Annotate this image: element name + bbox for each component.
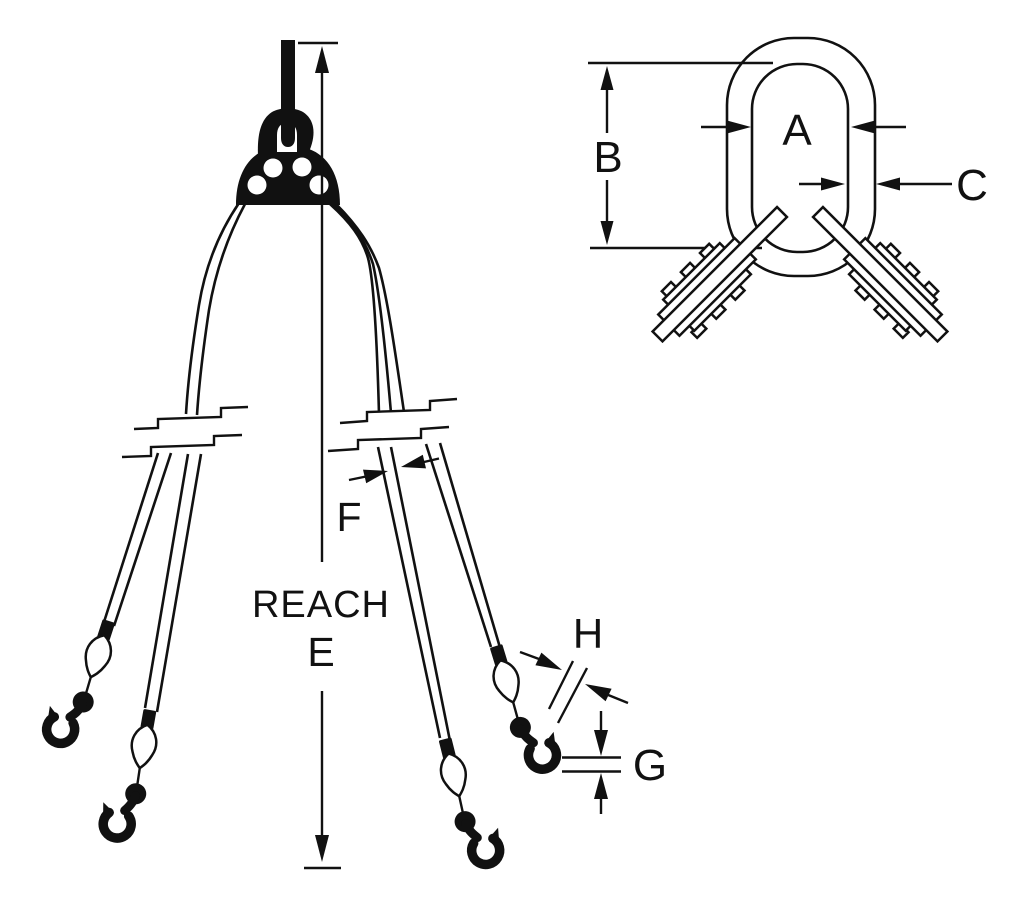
link-inner (750, 62, 850, 254)
b-label: B (593, 133, 622, 182)
h-object-line (547, 660, 575, 710)
b-arrow-down (600, 221, 614, 245)
fitting-hole (247, 175, 267, 195)
b-arrow-up (600, 66, 614, 90)
dim-a: A (701, 106, 906, 155)
fitting-hole (292, 157, 312, 177)
reach-label: REACH (252, 584, 390, 626)
h-object-line (556, 667, 589, 724)
a-arrow-left (727, 120, 751, 134)
f-label: F (336, 494, 361, 540)
dim-c: C (799, 161, 988, 210)
dim-b: B (593, 66, 623, 245)
break-symbol-left (121, 405, 249, 459)
dim-f: F (336, 454, 440, 540)
shank-bar (281, 40, 295, 147)
h-arrow-upper (535, 652, 562, 670)
h-label: H (573, 610, 603, 657)
g-arrow-lower (594, 773, 608, 799)
c-arrow-outer (876, 177, 900, 191)
link-outer (725, 36, 877, 278)
g-label: G (633, 741, 667, 790)
g-arrow-upper (594, 730, 608, 756)
f-arrow-right (401, 454, 426, 469)
dim-g: G (562, 711, 667, 814)
reach-dimension: REACH E (252, 41, 390, 870)
fitting-hole (263, 158, 283, 178)
f-arrow-left (363, 469, 388, 484)
c-label: C (956, 161, 988, 210)
fitting-hole (309, 175, 329, 195)
sling-legs-upper (184, 202, 406, 416)
reach-e-label: E (307, 629, 334, 675)
top-fitting (236, 40, 340, 205)
hook-assembly-2 (98, 705, 162, 842)
reach-arrow-down (315, 835, 329, 862)
sling-legs-lower (102, 442, 503, 742)
break-symbol-right (327, 397, 458, 453)
dim-h: H (519, 610, 629, 724)
a-label: A (782, 106, 812, 155)
reach-arrow-up (315, 46, 329, 73)
master-link-detail: B A C (588, 36, 988, 359)
c-arrow-inner (821, 177, 845, 191)
a-arrow-right (851, 120, 875, 134)
hook-assembly-1 (40, 612, 121, 751)
hook-assembly-3 (433, 732, 506, 870)
h-arrow-lower (585, 684, 612, 702)
